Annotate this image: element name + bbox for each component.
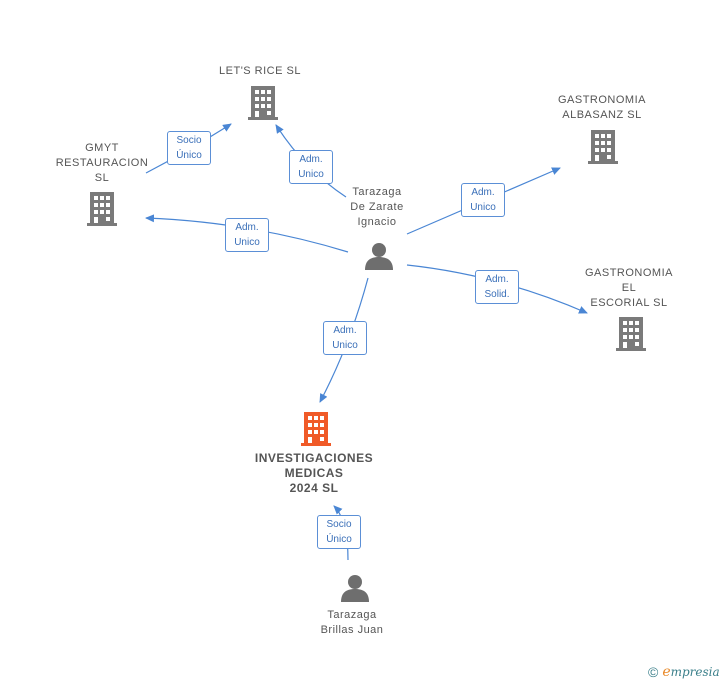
person-icon-tarazaga-zarate[interactable] (365, 243, 393, 270)
building-icon-gmyt[interactable] (87, 192, 117, 226)
node-label-gastronomia-escorial[interactable]: GASTRONOMIA EL ESCORIAL SL (584, 267, 673, 309)
node-label-tarazaga-brillas[interactable]: Tarazaga Brillas Juan (320, 609, 384, 636)
node-label-gmyt[interactable]: GMYT RESTAURACION SL (55, 142, 149, 184)
edge-label-socio-unico-investigaciones: Socio Único (317, 515, 361, 549)
edge-label-adm-solid-escorial: Adm. Solid. (475, 270, 519, 304)
edge-label-adm-unico-albasanz: Adm. Unico (461, 183, 505, 217)
person-icon-tarazaga-brillas[interactable] (341, 575, 369, 602)
brand-name: mpresia (670, 665, 720, 679)
edge-label-adm-unico-gmyt: Adm. Unico (225, 218, 269, 252)
building-icon-albasanz[interactable] (588, 130, 618, 164)
node-label-tarazaga-zarate[interactable]: Tarazaga De Zarate Ignacio (350, 186, 404, 228)
brand-initial: e (662, 664, 671, 680)
copyright-icon: © (648, 664, 659, 680)
node-label-gastronomia-albasanz[interactable]: GASTRONOMIA ALBASANZ SL (557, 94, 646, 121)
building-icon-escorial[interactable] (616, 317, 646, 351)
edge-label-adm-unico-letsrice: Adm. Unico (289, 150, 333, 184)
node-label-investigaciones-medicas[interactable]: INVESTIGACIONES MEDICAS 2024 SL (254, 451, 374, 495)
building-icon-investigaciones[interactable] (301, 412, 331, 446)
node-label-lets-rice[interactable]: LET'S RICE SL (219, 65, 301, 77)
edge-label-socio-unico-gmyt: Socio Único (167, 131, 211, 165)
building-icon-lets-rice[interactable] (248, 86, 278, 120)
edge-label-adm-unico-investigaciones: Adm. Unico (323, 321, 367, 355)
empresia-logo[interactable]: ©empresia (648, 664, 720, 680)
